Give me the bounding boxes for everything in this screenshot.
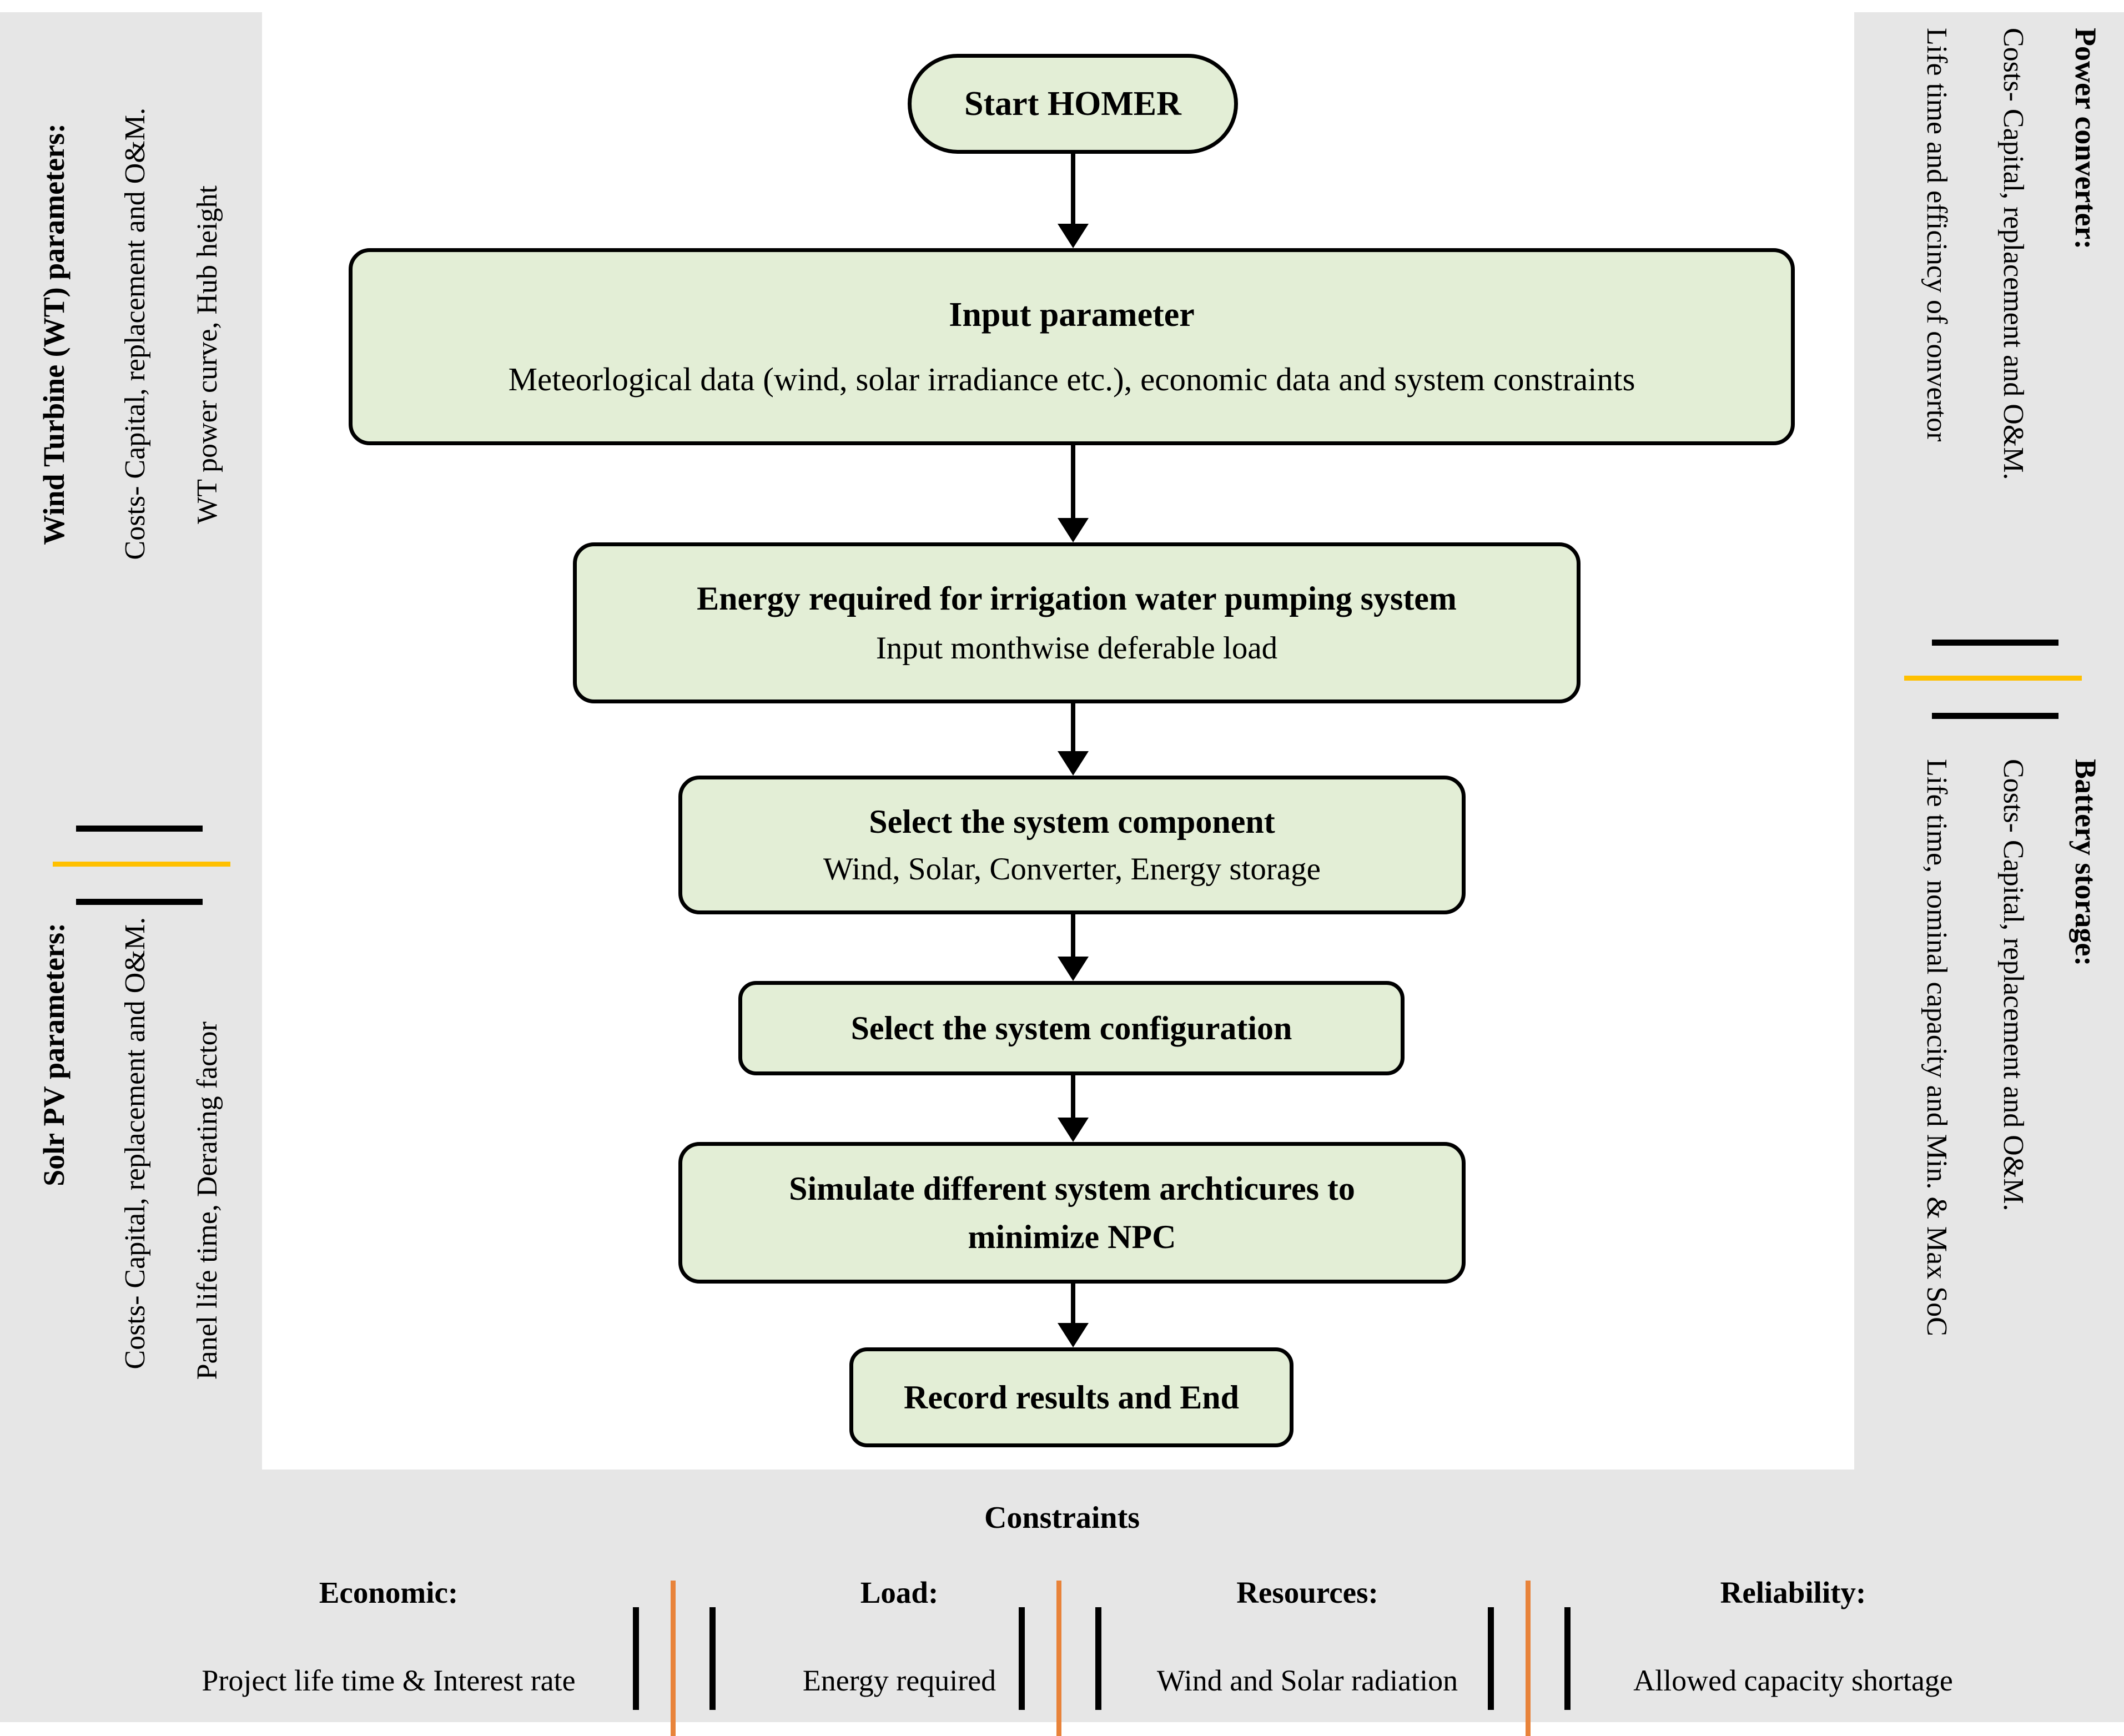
divider-bar-right — [1095, 1607, 1101, 1710]
left-group-wind-turbine-title: Wind Turbine (WT) parameters: — [37, 123, 71, 545]
constraint-group-load: Load: Energy required — [744, 1575, 1055, 1698]
divider-bar-left — [633, 1607, 639, 1710]
constraint-value: Allowed capacity shortage — [1633, 1664, 1953, 1697]
constraint-heading: Reliability: — [1720, 1576, 1866, 1609]
flow-node-subtitle: Wind, Solar, Converter, Energy storage — [823, 852, 1321, 887]
divider-bar-left — [1488, 1607, 1494, 1710]
flow-node-title: Record results and End — [904, 1378, 1239, 1416]
flow-node-subtitle: Input monthwise deferable load — [875, 631, 1278, 666]
flow-node-select-system-component[interactable]: Select the system component Wind, Solar,… — [678, 776, 1466, 914]
constraint-group-resources: Resources: Wind and Solar radiation — [1102, 1575, 1513, 1698]
arrow-head-icon — [1058, 751, 1089, 776]
flow-node-subtitle: Meteorlogical data (wind, solar irradian… — [508, 360, 1635, 397]
divider-bar-middle — [1904, 676, 2082, 681]
divider-bar-middle — [1056, 1581, 1061, 1736]
left-sidebar-divider — [53, 826, 230, 914]
divider-bar-top — [1932, 640, 2058, 646]
flow-node-input-parameter[interactable]: Input parameter Meteorlogical data (wind… — [349, 248, 1795, 445]
divider-bar-left — [1019, 1607, 1025, 1710]
right-group-battery-storage-line-2: Life time, nominal capacity and Min. & M… — [1921, 759, 1952, 1336]
left-group-solar-pv-title: Solr PV parameters: — [37, 923, 71, 1186]
right-group-power-converter-line-1: Costs- Capital, replacement and O&M. — [1997, 28, 2029, 480]
arrow-head-icon — [1058, 1323, 1089, 1347]
flow-node-title-line-2: minimize NPC — [968, 1218, 1176, 1255]
flow-node-record-results-end[interactable]: Record results and End — [849, 1347, 1293, 1447]
divider-bar-right — [709, 1607, 716, 1710]
flow-node-simulate-architectures[interactable]: Simulate different system archticures to… — [678, 1142, 1466, 1284]
constraint-value: Wind and Solar radiation — [1156, 1664, 1458, 1697]
right-group-power-converter-line-2: Life time and efficincy of convertor — [1921, 28, 1952, 442]
divider-bar-right — [1564, 1607, 1571, 1710]
divider-bar-middle — [671, 1581, 676, 1736]
constraints-section-title: Constraints — [984, 1501, 1140, 1535]
constraint-value: Project life time & Interest rate — [202, 1664, 576, 1697]
divider-bar-bottom — [1932, 713, 2058, 719]
flow-node-title: Select the system component — [869, 803, 1275, 840]
arrow-head-icon — [1058, 224, 1089, 248]
diagram-canvas: Wind Turbine (WT) parameters: Costs- Cap… — [0, 12, 2124, 1736]
flow-node-start-homer[interactable]: Start HOMER — [908, 54, 1238, 154]
left-group-solar-pv-line-2: Panel life time, Derating factor — [192, 1022, 223, 1380]
right-group-battery-storage-line-1: Costs- Capital, replacement and O&M. — [1997, 759, 2029, 1211]
connector-line — [1071, 445, 1075, 518]
right-group-power-converter-title: Power converter: — [2069, 28, 2102, 250]
constraint-group-reliability: Reliability: Allowed capacity shortage — [1571, 1575, 2015, 1698]
arrow-head-icon — [1058, 957, 1089, 981]
divider-bar-top — [76, 826, 203, 832]
connector-line — [1071, 1075, 1075, 1118]
constraint-heading: Load: — [860, 1576, 939, 1609]
flow-node-title: Energy required for irrigation water pum… — [697, 580, 1457, 617]
right-sidebar-divider — [1904, 640, 2082, 728]
divider-bar-middle — [1526, 1581, 1531, 1736]
left-group-wind-turbine-line-1: Costs- Capital, replacement and O&M. — [119, 108, 151, 560]
connector-line — [1071, 703, 1075, 751]
flow-node-title: Start HOMER — [964, 84, 1181, 123]
connector-line — [1071, 154, 1075, 224]
flow-node-energy-required[interactable]: Energy required for irrigation water pum… — [573, 542, 1581, 703]
left-group-solar-pv-line-1: Costs- Capital, replacement and O&M. — [119, 917, 151, 1370]
right-group-battery-storage-title: Battery storage: — [2069, 759, 2102, 967]
arrow-head-icon — [1058, 518, 1089, 542]
left-group-wind-turbine-line-2: WT power curve, Hub height — [192, 185, 223, 524]
constraint-group-economic: Economic: Project life time & Interest r… — [167, 1575, 611, 1698]
constraint-heading: Resources: — [1236, 1576, 1378, 1609]
divider-bar-middle — [53, 862, 230, 867]
connector-line — [1071, 1284, 1075, 1323]
connector-line — [1071, 914, 1075, 957]
constraint-heading: Economic: — [319, 1576, 459, 1609]
flow-node-select-system-configuration[interactable]: Select the system configuration — [738, 981, 1405, 1075]
arrow-head-icon — [1058, 1118, 1089, 1142]
flow-node-title: Select the system configuration — [850, 1009, 1292, 1046]
flow-node-title: Simulate different system archticures to — [789, 1170, 1355, 1207]
flow-node-title: Input parameter — [949, 295, 1195, 334]
constraint-value: Energy required — [802, 1664, 996, 1697]
divider-bar-bottom — [76, 899, 203, 905]
